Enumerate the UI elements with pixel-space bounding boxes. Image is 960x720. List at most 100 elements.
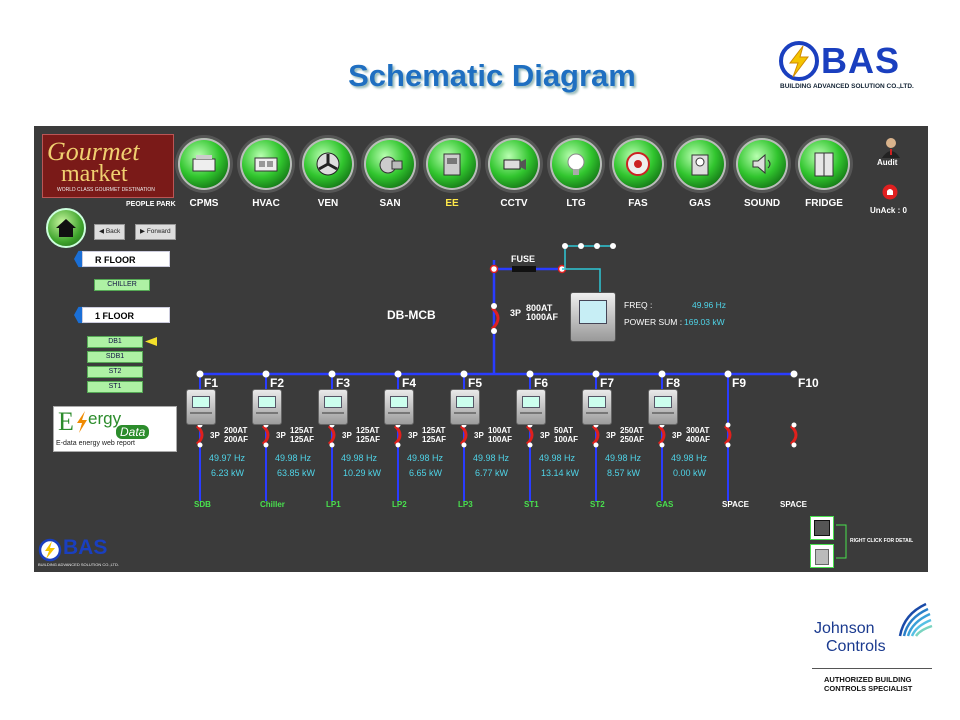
feeder-meter[interactable] [252, 389, 282, 425]
feeder-power: 10.29 kW [343, 468, 382, 478]
feeder-power: 8.57 kW [607, 468, 641, 478]
nav-ven-button[interactable]: VEN [302, 138, 354, 209]
breaker-symbol[interactable] [459, 424, 468, 446]
feeder-power: 63.85 kW [277, 468, 316, 478]
feeder-frequency: 49.98 Hz [671, 453, 708, 463]
feeder-frequency: 49.98 Hz [473, 453, 510, 463]
nav-san-button[interactable]: SAN [364, 138, 416, 209]
feeder-load-label[interactable]: LP3 [458, 500, 473, 509]
feeder-meter[interactable] [648, 389, 678, 425]
bas-bolt-icon [38, 538, 62, 562]
fire-alarm-icon [626, 152, 650, 176]
nav-cpms-button[interactable]: CPMS [178, 138, 230, 209]
nav-label: HVAC [252, 198, 280, 209]
breaker-symbol[interactable] [261, 424, 270, 446]
feeder-load-label[interactable]: SDB [194, 500, 211, 509]
nav-ltg-button[interactable]: LTG [550, 138, 602, 209]
nav-gas-button[interactable]: GAS [674, 138, 726, 209]
feeder-load-label[interactable]: Chiller [260, 500, 285, 509]
ahu-icon [254, 157, 278, 172]
bus-node [328, 370, 336, 378]
nav-ee-button[interactable]: EE [426, 138, 478, 209]
audit-label[interactable]: Audit [877, 158, 898, 167]
st1-link[interactable]: ST1 [87, 381, 143, 393]
db1-link[interactable]: DB1 [87, 336, 143, 348]
breaker-symbol[interactable] [327, 424, 336, 446]
breaker-symbol[interactable] [657, 424, 666, 446]
feeder-load-label[interactable]: GAS [656, 500, 674, 509]
breaker-terminal [791, 422, 797, 428]
nav-fridge-button[interactable]: FRIDGE [798, 138, 850, 209]
detail-device-icon[interactable] [810, 544, 834, 568]
feeder-power: 6.77 kW [475, 468, 509, 478]
breaker-symbol[interactable] [195, 424, 204, 446]
detail-meter-icon[interactable] [810, 516, 834, 540]
nav-sound-button[interactable]: SOUND [736, 138, 788, 209]
nav-label: CCTV [500, 198, 528, 209]
feeder-meter[interactable] [516, 389, 546, 425]
feeder-meter[interactable] [318, 389, 348, 425]
fridge-icon [814, 152, 834, 177]
breaker-symbol[interactable] [591, 424, 600, 446]
feeder-meter[interactable] [186, 389, 216, 425]
energy-data-link[interactable]: E ergy Data E-data energy web report [53, 406, 177, 452]
bus-node [196, 370, 204, 378]
breaker-terminal [791, 442, 797, 448]
feeder-meter[interactable] [384, 389, 414, 425]
feeder-load-label[interactable]: LP2 [392, 500, 407, 509]
breaker-terminal [725, 422, 731, 428]
bus-node [262, 370, 270, 378]
feeder-name: F4 [402, 376, 417, 390]
st2-link[interactable]: ST2 [87, 366, 143, 378]
home-button[interactable] [46, 208, 86, 248]
main-power-meter[interactable] [570, 292, 616, 342]
breaker-poles: 3P [474, 431, 484, 440]
feeder-name: F2 [270, 376, 285, 390]
breaker-poles: 3P [276, 431, 286, 440]
bus-node [790, 370, 798, 378]
breaker-terminal [329, 442, 335, 448]
breaker-symbol[interactable] [393, 424, 402, 446]
chiller-link[interactable]: CHILLER [94, 279, 150, 291]
breaker-symbol[interactable] [789, 424, 798, 446]
feeder-load-label[interactable]: SPACE [722, 500, 749, 509]
audit-user-icon[interactable] [880, 136, 902, 158]
r-floor-button[interactable]: R FLOOR [82, 251, 170, 267]
feeder-frequency: 49.98 Hz [341, 453, 378, 463]
feeder-name: F9 [732, 376, 747, 390]
feeder-load-label[interactable]: ST1 [524, 500, 539, 509]
feeder-load-label[interactable]: ST2 [590, 500, 605, 509]
sdb1-link[interactable]: SDB1 [87, 351, 143, 363]
gourmet-market-logo: Gourmet market WORLD CLASS GOURMET DESTI… [42, 134, 174, 198]
breaker-symbol[interactable] [723, 424, 732, 446]
back-button[interactable]: ◀ Back [94, 224, 126, 240]
feeder-meter[interactable] [582, 389, 612, 425]
nav-fas-button[interactable]: FAS [612, 138, 664, 209]
feeder-meter[interactable] [450, 389, 480, 425]
breaker-symbol[interactable] [525, 424, 534, 446]
bus-node [460, 370, 468, 378]
breaker-terminal [593, 442, 599, 448]
fuse-label: FUSE [511, 254, 536, 264]
forward-button[interactable]: ▶ Forward [135, 224, 176, 240]
feeder-load-label[interactable]: SPACE [780, 500, 807, 509]
feeder-name: F10 [798, 376, 819, 390]
feeder-frequency: 49.98 Hz [539, 453, 576, 463]
nav-cctv-button[interactable]: CCTV [488, 138, 540, 209]
feeder-load-label[interactable]: LP1 [326, 500, 341, 509]
alarm-bell-icon[interactable] [882, 184, 898, 200]
power-sum-value: 169.03 kW [684, 317, 725, 327]
feeder-frequency: 49.97 Hz [209, 453, 246, 463]
unack-label[interactable]: UnAck : 0 [870, 206, 907, 215]
bus-node [394, 370, 402, 378]
bas-logo: BAS BUILDING ADVANCED SOLUTION CO.,LTD. [778, 40, 928, 94]
floor1-button[interactable]: 1 FLOOR [82, 307, 170, 323]
nav-hvac-button[interactable]: HVAC [240, 138, 292, 209]
bus-node [724, 370, 732, 378]
scada-panel: Gourmet market WORLD CLASS GOURMET DESTI… [34, 126, 928, 572]
